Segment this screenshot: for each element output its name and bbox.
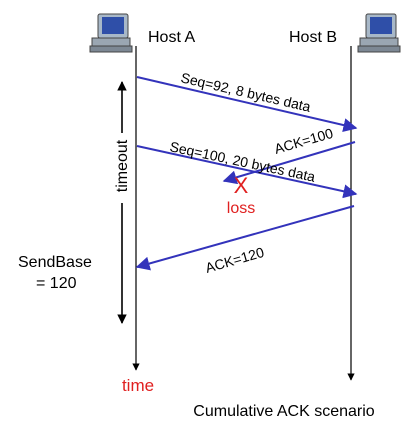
ack120-label: ACK=120 [203, 244, 266, 276]
ack100-label: ACK=100 [272, 125, 335, 157]
seq100-arrow [136, 145, 358, 199]
host-a-computer-icon [89, 13, 133, 53]
ack120-arrow [135, 205, 355, 271]
ack100-arrow [222, 141, 356, 185]
seq92-arrow [136, 76, 358, 132]
host-b-label: Host B [289, 29, 337, 46]
sendbase-label-line2: = 120 [36, 275, 77, 292]
caption: Cumulative ACK scenario [193, 403, 375, 420]
timeout-label: timeout [114, 139, 131, 192]
sendbase-label-line1: SendBase [18, 254, 92, 271]
loss-label: loss [227, 200, 255, 217]
host-b-computer-icon [357, 13, 401, 53]
loss-x-mark: X [234, 173, 249, 198]
time-label: time [122, 376, 154, 395]
host-a-label: Host A [148, 29, 195, 46]
